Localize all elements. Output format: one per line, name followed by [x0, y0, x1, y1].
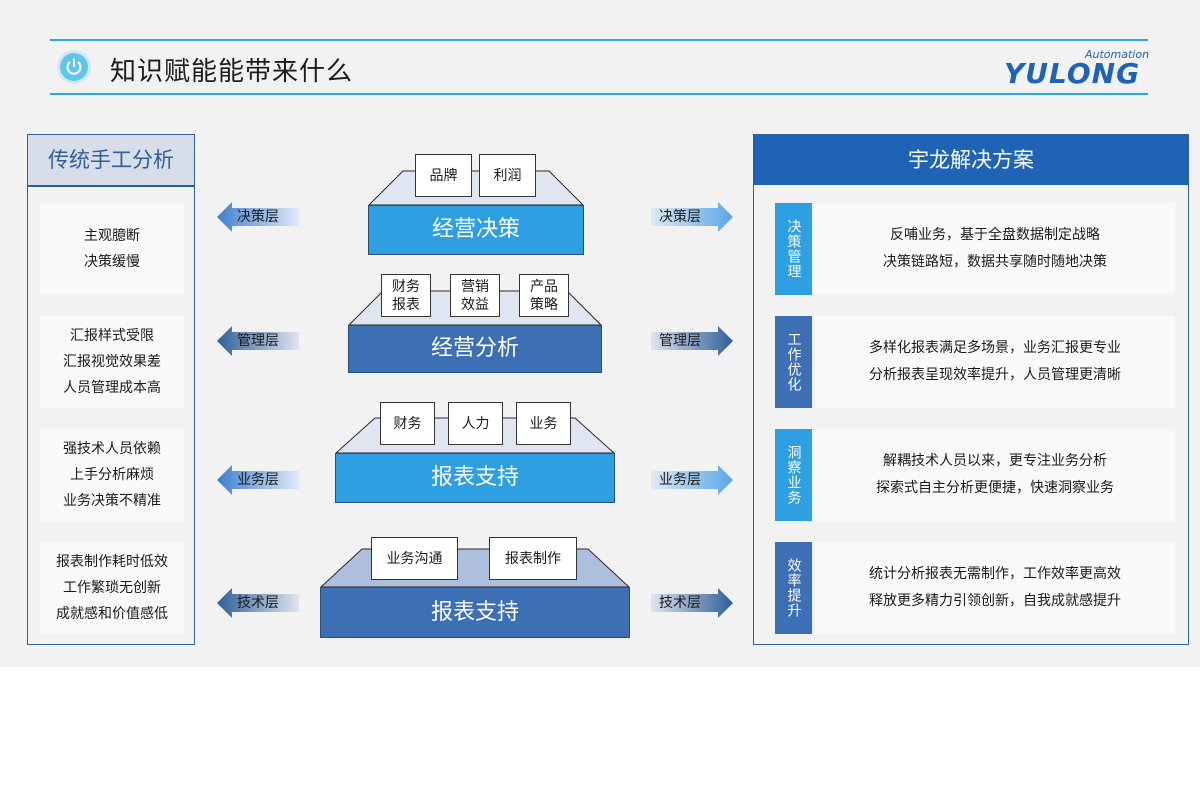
arrow-left-decision: 决策层 — [217, 202, 299, 232]
traditional-analysis-title: 传统手工分析 — [28, 135, 194, 187]
stage-tag: 财务 — [380, 402, 435, 445]
solution-card: 反哺业务，基于全盘数据制定战略 决策链路短，数据共享随时随地决策 — [815, 203, 1175, 295]
arrow-left-management: 管理层 — [217, 326, 299, 356]
stage-4-platform — [320, 548, 630, 588]
header-bottom-line — [50, 93, 1148, 95]
layer-label: 技术层 — [237, 595, 279, 611]
stage-tag: 品牌 — [415, 154, 472, 197]
stage-tag: 业务沟通 — [371, 537, 458, 580]
left-card: 汇报样式受限 汇报视觉效果差 人员管理成本高 — [40, 316, 184, 408]
stage-box-decision: 经营决策 — [368, 205, 584, 255]
stage-tag: 人力 — [448, 402, 503, 445]
stage-1-platform — [368, 170, 584, 206]
arrow-right-decision: 决策层 — [651, 202, 733, 232]
layer-label: 决策层 — [659, 209, 701, 225]
logo-subtext: Automation — [1085, 48, 1150, 61]
stage-tag: 业务 — [516, 402, 571, 445]
left-card-line: 汇报视觉效果差 — [63, 354, 161, 370]
solution-tab: 决策管理 — [775, 203, 812, 295]
arrow-right-technical: 技术层 — [651, 588, 733, 618]
solution-card: 统计分析报表无需制作，工作效率更高效 释放更多精力引领创新，自我成就感提升 — [815, 542, 1175, 634]
solution-tab: 洞察业务 — [775, 429, 812, 521]
traditional-analysis-panel: 传统手工分析 主观臆断 决策缓慢 汇报样式受限 汇报视觉效果差 人员管理成本高 … — [27, 134, 195, 645]
layer-label: 决策层 — [237, 209, 279, 225]
left-card: 强技术人员依赖 上手分析麻烦 业务决策不精准 — [40, 429, 184, 521]
yulong-solution-title: 宇龙解决方案 — [754, 135, 1188, 185]
left-card-line: 人员管理成本高 — [63, 380, 161, 396]
layer-label: 技术层 — [659, 595, 701, 611]
left-card-line: 报表制作耗时低效 — [56, 554, 168, 570]
left-card-line: 上手分析麻烦 — [70, 467, 154, 483]
arrow-right-management: 管理层 — [651, 326, 733, 356]
arrow-right-business: 业务层 — [651, 465, 733, 495]
layer-label: 业务层 — [237, 472, 279, 488]
solution-line: 决策链路短，数据共享随时随地决策 — [883, 254, 1107, 270]
stage-tag: 利润 — [479, 154, 536, 197]
page-title: 知识赋能能带来什么 — [110, 57, 354, 87]
layer-label: 管理层 — [659, 333, 701, 349]
solution-line: 解耦技术人员以来，更专注业务分析 — [883, 453, 1107, 469]
yulong-logo: YULONG — [1004, 57, 1141, 90]
stage-tag: 报表制作 — [489, 537, 577, 580]
arrow-left-technical: 技术层 — [217, 588, 299, 618]
yulong-solution-panel: 宇龙解决方案 决策管理 反哺业务，基于全盘数据制定战略 决策链路短，数据共享随时… — [753, 134, 1189, 645]
left-card-line: 业务决策不精准 — [63, 493, 161, 509]
solution-tab: 工作优化 — [775, 316, 812, 408]
power-icon — [60, 53, 88, 81]
solution-card: 多样化报表满足多场景，业务汇报更专业 分析报表呈现效率提升，人员管理更清晰 — [815, 316, 1175, 408]
solution-line: 多样化报表满足多场景，业务汇报更专业 — [869, 340, 1121, 356]
left-card-line: 汇报样式受限 — [70, 328, 154, 344]
stage-box-report-technical: 报表支持 — [320, 587, 630, 638]
arrow-left-business: 业务层 — [217, 465, 299, 495]
solution-line: 统计分析报表无需制作，工作效率更高效 — [869, 566, 1121, 582]
stage-tag: 产品策略 — [519, 274, 569, 317]
left-card: 主观臆断 决策缓慢 — [40, 203, 184, 295]
stage-tag: 财务报表 — [381, 274, 431, 317]
stage-box-analysis: 经营分析 — [348, 325, 602, 373]
solution-line: 反哺业务，基于全盘数据制定战略 — [890, 227, 1100, 243]
left-card-line: 主观臆断 — [84, 228, 140, 244]
solution-card: 解耦技术人员以来，更专注业务分析 探索式自主分析更便捷，快速洞察业务 — [815, 429, 1175, 521]
stage-box-report-business: 报表支持 — [335, 453, 615, 503]
solution-line: 探索式自主分析更便捷，快速洞察业务 — [876, 480, 1114, 496]
left-card-line: 决策缓慢 — [84, 254, 140, 270]
stage-tag: 营销效益 — [450, 274, 500, 317]
solution-tab: 效率提升 — [775, 542, 812, 634]
layer-label: 业务层 — [659, 472, 701, 488]
layer-label: 管理层 — [237, 333, 279, 349]
left-card-line: 成就感和价值感低 — [56, 606, 168, 622]
solution-line: 分析报表呈现效率提升，人员管理更清晰 — [869, 367, 1121, 383]
left-card: 报表制作耗时低效 工作繁琐无创新 成就感和价值感低 — [40, 542, 184, 634]
header-top-line — [50, 39, 1148, 41]
solution-line: 释放更多精力引领创新，自我成就感提升 — [869, 593, 1121, 609]
left-card-line: 强技术人员依赖 — [63, 441, 161, 457]
left-card-line: 工作繁琐无创新 — [63, 580, 161, 596]
